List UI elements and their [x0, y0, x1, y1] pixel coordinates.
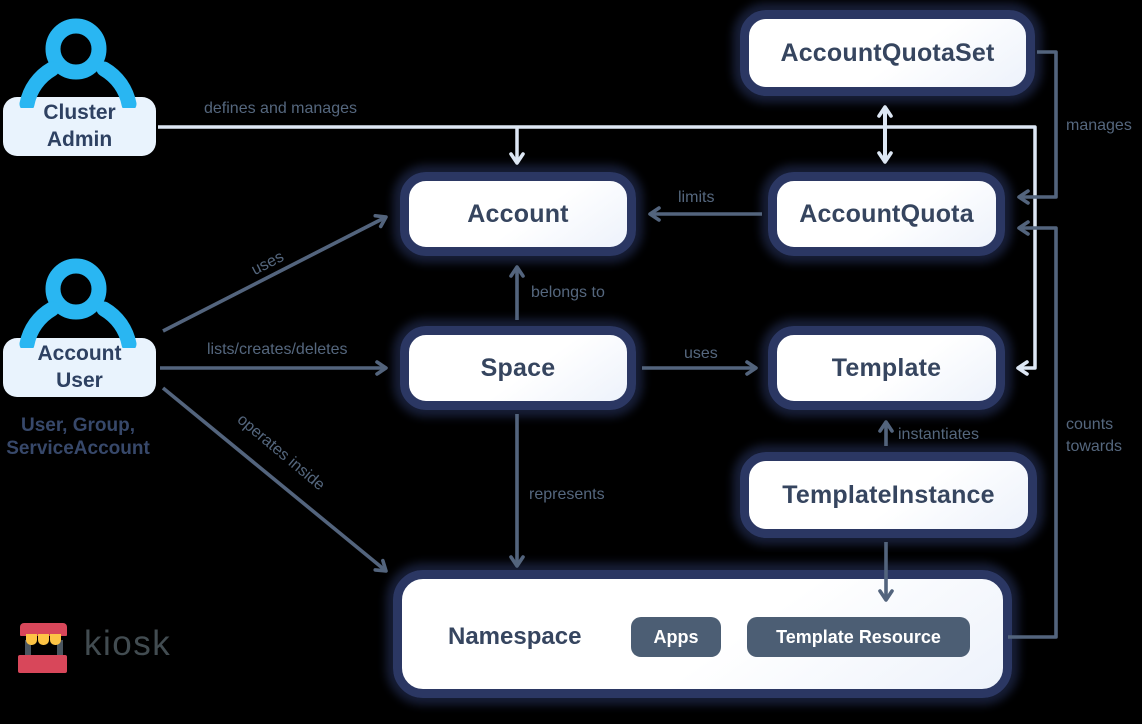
edge-label-defines-and-manages: defines and manages — [204, 100, 357, 117]
edge-label-represents: represents — [529, 486, 605, 503]
edge-label-counts-towards: counts towards — [1066, 416, 1123, 455]
node-account-quota: AccountQuota — [768, 172, 1005, 256]
cluster-admin-person-icon — [19, 18, 137, 108]
edge-operates-inside — [161, 386, 388, 573]
account-user-person-icon — [19, 258, 137, 348]
edge-label-belongs-to: belongs to — [531, 284, 605, 301]
edge-label-uses-account: uses — [248, 248, 287, 279]
badge-template-resource: Template Resource — [747, 617, 970, 657]
namespace-label: Namespace — [448, 623, 582, 650]
node-namespace: Namespace Apps Template Resource — [393, 570, 1012, 698]
account-user-kinds-label: User, Group, ServiceAccount — [6, 415, 150, 459]
node-account: Account — [400, 172, 636, 256]
kiosk-stall-icon — [16, 612, 70, 674]
edge-label-operates-inside: operates inside — [233, 411, 328, 494]
edge-uses-account — [162, 213, 388, 333]
node-space: Space — [400, 326, 636, 410]
kiosk-logo-text: kiosk — [84, 624, 172, 663]
node-template: Template — [768, 326, 1005, 410]
node-account-quota-set: AccountQuotaSet — [740, 10, 1035, 96]
edge-label-uses-template: uses — [684, 345, 718, 362]
edge-label-manages: manages — [1066, 117, 1132, 134]
edge-label-lists-creates-deletes: lists/creates/deletes — [207, 341, 348, 358]
kiosk-logo: kiosk — [16, 612, 171, 674]
node-template-instance: TemplateInstance — [740, 452, 1037, 538]
edge-label-instantiates: instantiates — [898, 426, 979, 443]
edge-counts-towards — [1008, 220, 1058, 639]
edge-label-limits: limits — [678, 189, 715, 206]
badge-apps: Apps — [631, 617, 721, 657]
